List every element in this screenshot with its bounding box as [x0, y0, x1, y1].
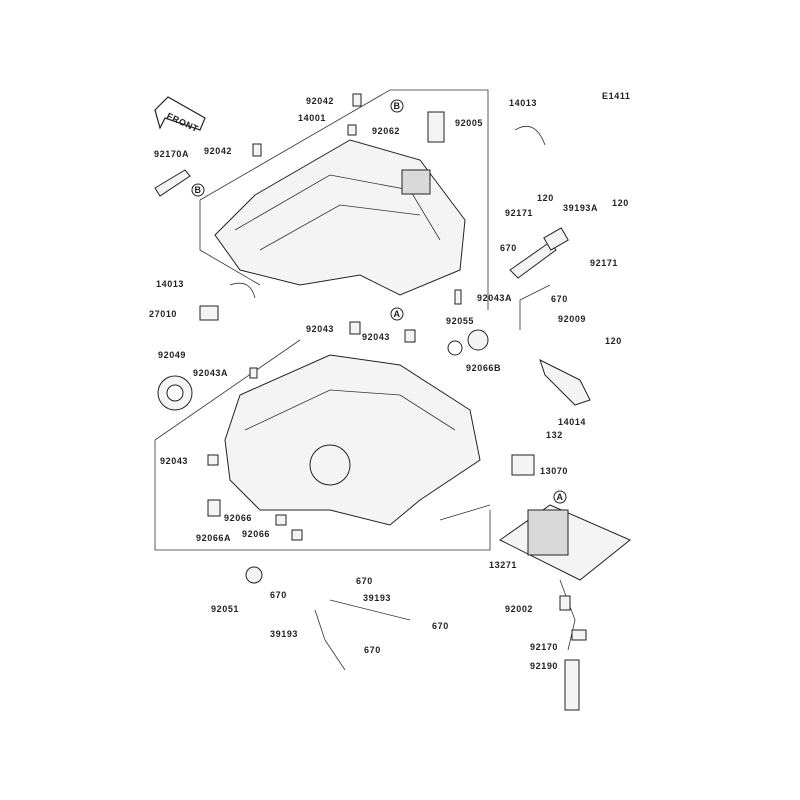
reference-marker-a: A	[553, 490, 567, 504]
part-label-92171: 92171	[590, 258, 618, 268]
upper-crankcase	[214, 139, 466, 296]
part-label-92042: 92042	[204, 146, 232, 156]
small-parts	[154, 93, 591, 671]
lower-crankcase	[224, 354, 481, 526]
part-label-92171: 92171	[505, 208, 533, 218]
part-label-92170: 92170	[530, 642, 558, 652]
diagram-code: E1411	[602, 91, 631, 101]
part-label-92170A: 92170A	[154, 149, 189, 159]
part-label-13271: 13271	[489, 560, 517, 570]
reference-letter: B	[393, 101, 400, 111]
part-label-92055: 92055	[446, 316, 474, 326]
part-label-92005: 92005	[455, 118, 483, 128]
part-label-39193: 39193	[363, 593, 391, 603]
part-labels: 14013920421400192062920059204292170A1203…	[149, 96, 629, 671]
part-label-670: 670	[432, 621, 449, 631]
part-label-14014: 14014	[558, 417, 586, 427]
reference-markers: B B A A	[191, 99, 567, 504]
part-label-92043A: 92043A	[193, 368, 228, 378]
part-label-92051: 92051	[211, 604, 239, 614]
part-label-14013: 14013	[509, 98, 537, 108]
part-label-92049: 92049	[158, 350, 186, 360]
part-label-670: 670	[356, 576, 373, 586]
part-label-27010: 27010	[149, 309, 177, 319]
part-label-14001: 14001	[298, 113, 326, 123]
reference-marker-b: B	[390, 99, 404, 113]
part-label-92042: 92042	[306, 96, 334, 106]
part-label-92062: 92062	[372, 126, 400, 136]
part-label-92002: 92002	[505, 604, 533, 614]
reference-letter: B	[194, 185, 201, 195]
part-label-13070: 13070	[540, 466, 568, 476]
part-label-39193: 39193	[270, 629, 298, 639]
part-label-132: 132	[546, 430, 563, 440]
part-label-120: 120	[612, 198, 629, 208]
part-label-39193A: 39193A	[563, 203, 598, 213]
part-label-92043A: 92043A	[477, 293, 512, 303]
reference-letter: A	[556, 492, 563, 502]
reference-marker-a: A	[390, 307, 404, 321]
front-arrow-icon: FRONT	[154, 96, 206, 134]
frame-lines	[154, 89, 551, 551]
part-label-92043: 92043	[160, 456, 188, 466]
reference-letter: A	[393, 309, 400, 319]
part-label-670: 670	[364, 645, 381, 655]
part-label-92009: 92009	[558, 314, 586, 324]
part-label-92043: 92043	[306, 324, 334, 334]
part-label-92066A: 92066A	[196, 533, 231, 543]
part-label-14013: 14013	[156, 279, 184, 289]
part-label-670: 670	[500, 243, 517, 253]
part-label-670: 670	[551, 294, 568, 304]
reference-marker-b: B	[191, 183, 205, 197]
sleeve-92005	[427, 111, 445, 143]
part-label-92066: 92066	[242, 529, 270, 539]
part-label-120: 120	[605, 336, 622, 346]
oil-strainer	[499, 504, 631, 711]
part-label-92066B: 92066B	[466, 363, 501, 373]
part-label-670: 670	[270, 590, 287, 600]
part-label-120: 120	[537, 193, 554, 203]
part-label-92066: 92066	[224, 513, 252, 523]
part-label-92043: 92043	[362, 332, 390, 342]
part-label-92190: 92190	[530, 661, 558, 671]
